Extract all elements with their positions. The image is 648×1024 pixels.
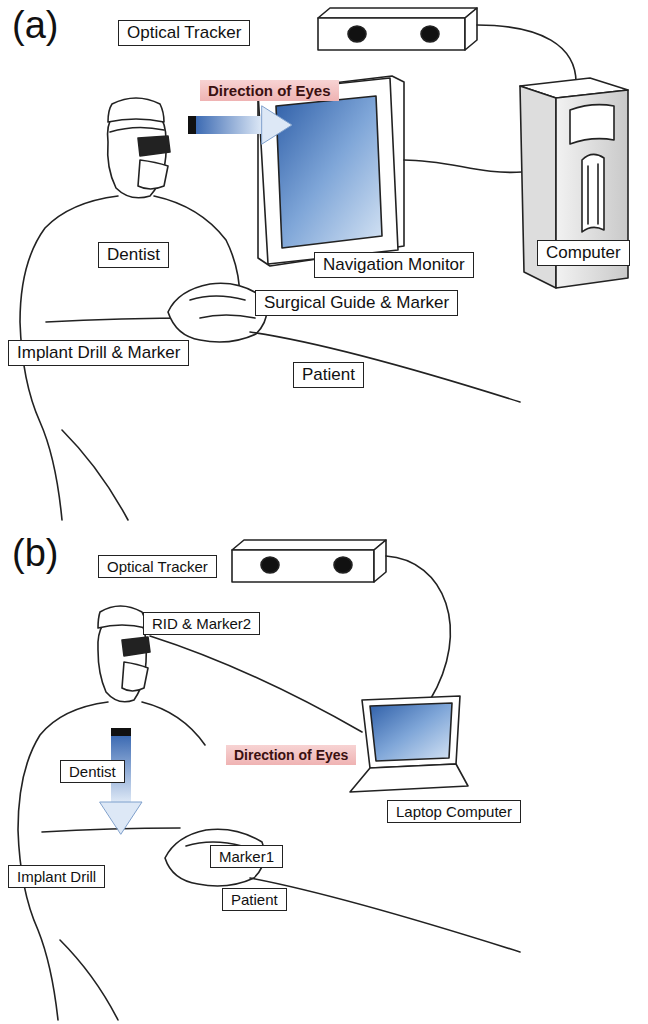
label-box: RID & Marker2 bbox=[143, 612, 260, 635]
laptop bbox=[350, 696, 468, 792]
label-text: Laptop Computer bbox=[396, 803, 512, 820]
label-text: Implant Drill bbox=[17, 868, 96, 885]
gaze-arrow bbox=[188, 106, 292, 144]
label-box: Optical Tracker bbox=[98, 555, 217, 578]
label-box: Optical Tracker bbox=[118, 20, 250, 46]
label-text: Direction of Eyes bbox=[234, 747, 348, 763]
label-text: Optical Tracker bbox=[107, 558, 208, 575]
cable bbox=[477, 25, 576, 86]
patient-outline bbox=[250, 332, 520, 402]
label-text: Patient bbox=[231, 891, 278, 908]
panel-label: (a) bbox=[12, 4, 58, 47]
cable bbox=[386, 556, 450, 700]
dentist-figure bbox=[18, 606, 362, 1020]
label-text: Dentist bbox=[107, 245, 160, 265]
label-box: Patient bbox=[293, 362, 364, 388]
label-text: Surgical Guide & Marker bbox=[264, 293, 449, 313]
label-box: Marker1 bbox=[210, 845, 283, 868]
label-text: Implant Drill & Marker bbox=[17, 343, 180, 363]
label-text: Dentist bbox=[69, 763, 116, 780]
highlight-box: Direction of Eyes bbox=[226, 745, 356, 765]
tracker-device bbox=[318, 8, 477, 50]
label-text: Patient bbox=[302, 365, 355, 385]
tracker-device bbox=[232, 540, 386, 582]
label-box: Patient bbox=[222, 888, 287, 911]
label-box: Navigation Monitor bbox=[314, 252, 474, 278]
cable bbox=[150, 636, 362, 732]
patient-outline bbox=[250, 878, 520, 952]
monitor bbox=[258, 76, 522, 266]
label-text: Optical Tracker bbox=[127, 23, 241, 43]
label-box: Surgical Guide & Marker bbox=[255, 290, 458, 316]
highlight-box: Direction of Eyes bbox=[200, 80, 339, 101]
label-text: Computer bbox=[546, 243, 621, 263]
label-text: Direction of Eyes bbox=[208, 82, 331, 99]
panel-label: (b) bbox=[12, 532, 58, 575]
label-text: Marker1 bbox=[219, 848, 274, 865]
label-box: Dentist bbox=[98, 242, 169, 268]
label-box: Computer bbox=[537, 240, 630, 266]
label-box: Laptop Computer bbox=[387, 800, 521, 823]
label-box: Implant Drill bbox=[8, 865, 105, 888]
label-box: Implant Drill & Marker bbox=[8, 340, 189, 366]
label-text: Navigation Monitor bbox=[323, 255, 465, 275]
label-text: RID & Marker2 bbox=[152, 615, 251, 632]
dentist-figure bbox=[20, 98, 267, 520]
label-box: Dentist bbox=[60, 760, 125, 783]
